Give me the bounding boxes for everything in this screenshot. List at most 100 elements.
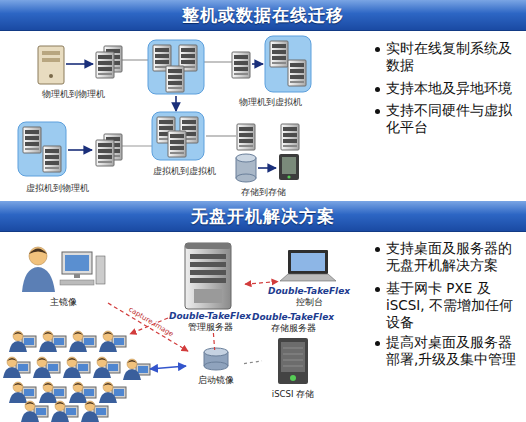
virtual-host bbox=[18, 122, 66, 176]
user-body bbox=[22, 267, 55, 292]
boot-link bbox=[150, 366, 186, 369]
rack-server bbox=[168, 131, 186, 157]
laptop-screen bbox=[291, 253, 325, 271]
storage-server: Double-TakeFlex存储服务器iSCSI 存储 bbox=[262, 312, 324, 400]
bullet-text: 支持桌面及服务器的无盘开机解决方案 bbox=[372, 240, 520, 274]
virtual-host bbox=[148, 40, 204, 94]
user-workstation bbox=[69, 382, 96, 403]
storage-box bbox=[279, 154, 299, 180]
master-image: 主镜像 bbox=[18, 244, 108, 308]
drive-bay bbox=[190, 254, 226, 259]
user-workstation bbox=[39, 331, 66, 352]
storage-panel bbox=[281, 342, 305, 372]
scenario-label: 物理机到虚拟机 bbox=[239, 96, 302, 108]
rack-server bbox=[43, 146, 61, 172]
dashed-connector bbox=[244, 361, 262, 364]
user-hair bbox=[29, 249, 47, 255]
dashed-connector bbox=[108, 303, 188, 351]
bullet-text: 提高对桌面及服务器部署,升级及集中管理 bbox=[372, 334, 520, 368]
bullet-dot bbox=[375, 247, 380, 252]
node-text: 存储服务器 bbox=[271, 323, 316, 334]
migration-scenario: 虚拟机到物理机 bbox=[15, 180, 100, 194]
status-light bbox=[287, 175, 290, 178]
node-text: 主镜像 bbox=[50, 297, 77, 308]
bullet-dot bbox=[375, 87, 380, 92]
scenario-label: 虚拟机到虚拟机 bbox=[153, 165, 216, 177]
rack-server bbox=[166, 66, 184, 92]
migration-scenario: 存储到存储 bbox=[228, 184, 298, 198]
user-workstation bbox=[69, 331, 96, 352]
virtual-host bbox=[152, 112, 204, 160]
migration-scenario: 物理机到物理机 bbox=[28, 86, 118, 100]
management-server: Double-TakeFlex管理服务器 bbox=[175, 241, 245, 333]
migration-arrow bbox=[66, 63, 93, 65]
migration-arrow bbox=[252, 63, 263, 65]
rack-server bbox=[96, 140, 114, 166]
bullet-text: 支持不同硬件与虚拟化平台 bbox=[372, 102, 520, 136]
product-logo: Double-TakeFlex bbox=[268, 286, 350, 297]
bullet-dot bbox=[375, 341, 380, 346]
disk-top bbox=[204, 348, 228, 356]
scenario-label: 物理机到物理机 bbox=[42, 88, 105, 100]
status-light bbox=[290, 375, 296, 381]
migration-scenario: 虚拟机到虚拟机 bbox=[142, 163, 227, 177]
boot-image: 启动镜像 bbox=[188, 350, 244, 386]
node-text: iSCSI 存储 bbox=[272, 389, 314, 400]
bullet-dot bbox=[375, 109, 380, 114]
user-workstation bbox=[9, 331, 36, 352]
rack-server bbox=[232, 52, 250, 78]
drive-bay bbox=[190, 278, 226, 283]
node-text: 管理服务器 bbox=[188, 322, 233, 333]
keyboard bbox=[60, 280, 94, 285]
dashed-connector bbox=[245, 282, 278, 285]
bullet-dot bbox=[375, 47, 380, 52]
scenario-label: 存储到存储 bbox=[241, 186, 286, 198]
user-workstation bbox=[33, 357, 60, 378]
section-band: 无盘开机解决方案 bbox=[0, 201, 526, 232]
monitor-stand bbox=[74, 274, 80, 278]
user-workstation bbox=[93, 357, 120, 378]
monitor bbox=[62, 252, 92, 274]
user-workstation bbox=[3, 357, 30, 378]
scenario-label: 虚拟机到物理机 bbox=[26, 182, 89, 194]
product-logo: Double-TakeFlex bbox=[169, 311, 251, 322]
band-title: 无盘开机解决方案 bbox=[191, 205, 335, 228]
server-top bbox=[185, 243, 231, 249]
storage-device bbox=[278, 338, 308, 384]
user-head bbox=[29, 247, 47, 265]
user-workstation bbox=[123, 359, 150, 380]
node-text: 启动镜像 bbox=[198, 375, 234, 386]
user-workstation bbox=[63, 357, 90, 378]
user-workstation bbox=[81, 401, 108, 422]
migration-arrow bbox=[175, 96, 177, 111]
server-vent bbox=[194, 289, 222, 303]
screen bbox=[65, 255, 89, 271]
rack-server bbox=[281, 124, 299, 150]
edge-label: capture image bbox=[127, 305, 175, 338]
rack-server bbox=[288, 60, 306, 86]
bullet-text: 基于网卡 PXE 及 iSCSI, 不需增加任何设备 bbox=[372, 280, 520, 331]
user-workstation bbox=[21, 401, 48, 422]
drive-bay bbox=[42, 51, 60, 55]
laptop-lid bbox=[288, 250, 328, 274]
user-workstation bbox=[39, 382, 66, 403]
console: Double-TakeFlex控制台 bbox=[278, 250, 340, 308]
product-logo: Double-TakeFlex bbox=[252, 312, 334, 323]
section-band: 整机或数据在线迁移 bbox=[0, 0, 526, 31]
node-text: 控制台 bbox=[296, 297, 323, 308]
bullet-dot bbox=[375, 287, 380, 292]
migration-arrow bbox=[68, 149, 92, 151]
bullet-text: 支持本地及异地环境 bbox=[372, 80, 520, 97]
storage-slots bbox=[283, 348, 303, 366]
rack-server bbox=[23, 127, 41, 153]
drive-bay bbox=[190, 270, 226, 275]
band-title: 整机或数据在线迁移 bbox=[182, 4, 344, 27]
migration-arrow bbox=[258, 167, 276, 169]
user-workstation bbox=[9, 382, 36, 403]
drive-bay bbox=[190, 262, 226, 267]
storage-cylinder-top bbox=[236, 154, 256, 162]
migration-scenario: 物理机到虚拟机 bbox=[228, 94, 313, 108]
user-workstation bbox=[99, 382, 126, 403]
network-wire bbox=[204, 61, 232, 62]
